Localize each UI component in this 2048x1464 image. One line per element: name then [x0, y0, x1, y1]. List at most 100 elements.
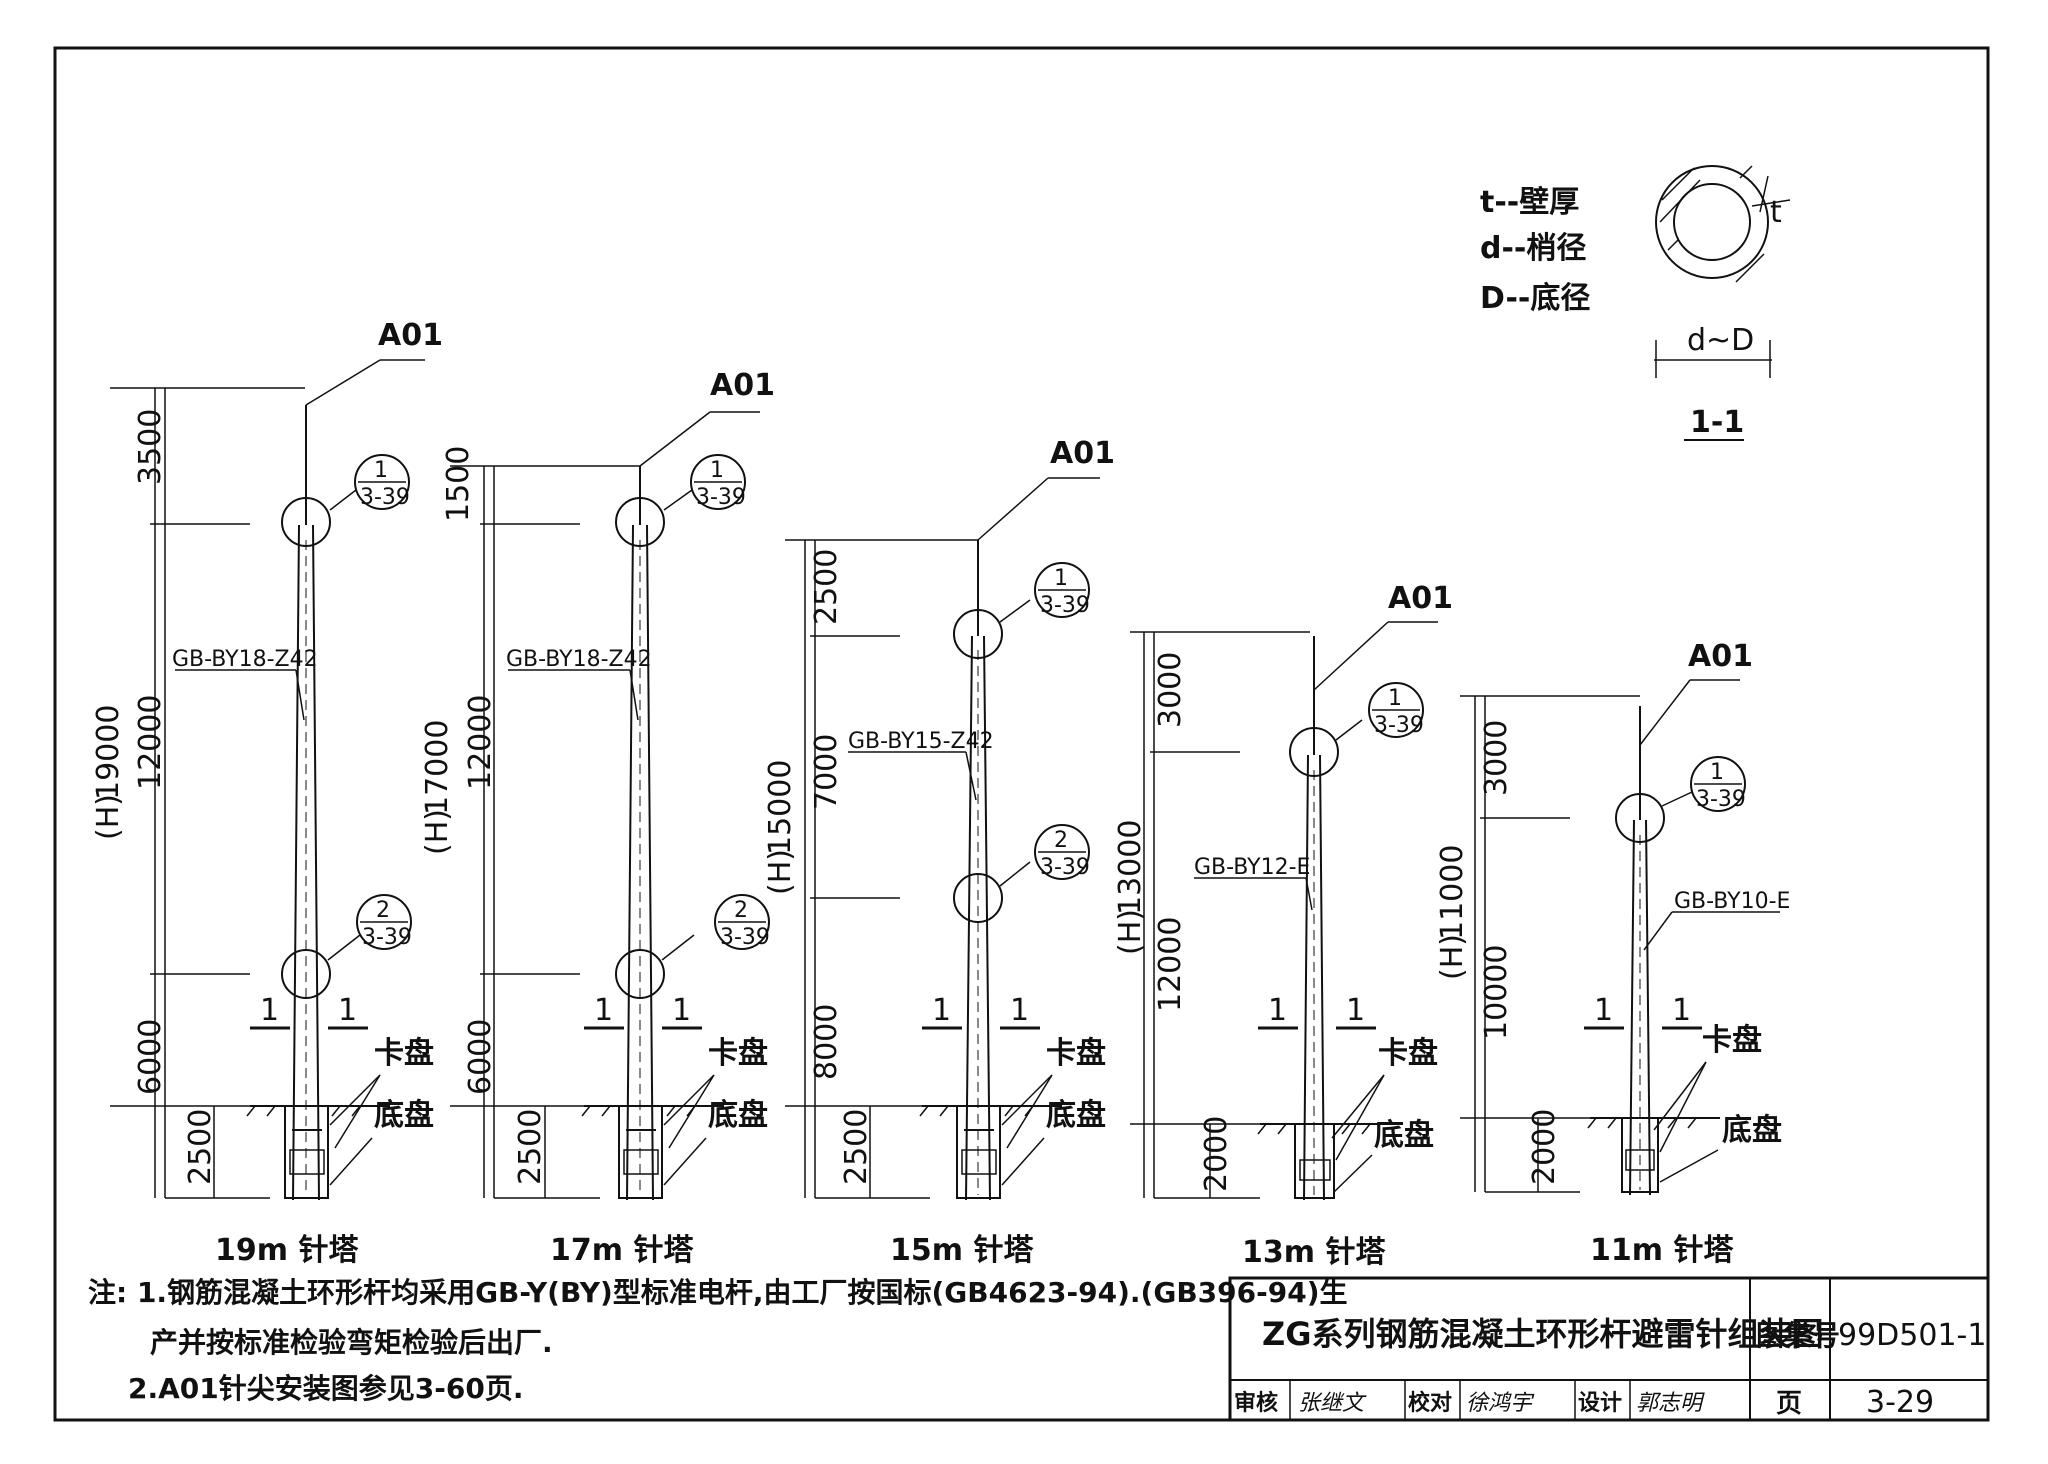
dim-mid: 7000 [809, 734, 844, 810]
dim-top: 3000 [1479, 720, 1514, 796]
dipan-label: 底盘 [1046, 1098, 1106, 1133]
pole-spec: GB-BY15-Z42 [848, 729, 994, 754]
dim-bury: 2500 [839, 1109, 874, 1185]
dim-bury: 2500 [513, 1109, 548, 1185]
kapan-label: 卡盘 [1702, 1023, 1762, 1058]
tower-13m: 3000 12000 2000 (H) 13000 A01 1 3-39 GB-… [1113, 581, 1453, 1270]
design-signature: 郭志明 [1636, 1391, 1705, 1416]
callout-2-num: 2 [734, 898, 748, 923]
dim-mid: 12000 [133, 695, 168, 790]
dim-H: 13000 [1113, 820, 1148, 915]
pole-spec: GB-BY18-Z42 [172, 647, 318, 672]
callout-1-page: 3-39 [696, 485, 746, 510]
dim-H-label: (H) [91, 794, 126, 840]
pole-spec: GB-BY10-E [1674, 889, 1790, 914]
tip-label: A01 [1688, 639, 1753, 674]
atlas-label: 图集号 [1756, 1319, 1840, 1352]
note-line-1: 注: 1.钢筋混凝土环形杆均采用GB-Y(BY)型标准电杆,由工厂按国标(GB4… [88, 1276, 1348, 1309]
dipan-label: 底盘 [374, 1098, 434, 1133]
callout-2-page: 3-39 [362, 925, 412, 950]
dipan-label: 底盘 [1722, 1113, 1782, 1148]
legend-D: D--底径 [1480, 281, 1590, 316]
ring-t-label: t [1770, 195, 1782, 230]
dim-H: 17000 [420, 720, 455, 815]
pole-spec: GB-BY12-E [1194, 855, 1310, 880]
callout-2-num: 2 [1054, 828, 1068, 853]
callout-2-num: 2 [376, 898, 390, 923]
dim-top: 2500 [809, 549, 844, 625]
section-mark-right: 1 [338, 993, 357, 1028]
callout-1-num: 1 [1388, 686, 1402, 711]
callout-2-page: 3-39 [720, 925, 770, 950]
dim-top: 3000 [1153, 652, 1188, 728]
dim-top: 3500 [133, 409, 168, 485]
section-legend: t--壁厚 d--梢径 D--底径 t d~D 1-1 [1480, 165, 1791, 441]
callout-2-page: 3-39 [1040, 855, 1090, 880]
notes: 注: 1.钢筋混凝土环形杆均采用GB-Y(BY)型标准电杆,由工厂按国标(GB4… [88, 1276, 1348, 1405]
tower-19m: 3500 12000 6000 2500 (H) 19000 A01 1 3-3… [91, 318, 443, 1268]
dim-mid: 10000 [1479, 945, 1514, 1040]
title-block: ZG系列钢筋混凝土环形杆避雷针组装图 图集号 99D501-1 审核 张继文 校… [1228, 1276, 1990, 1422]
review-signature: 张继文 [1298, 1391, 1367, 1416]
dim-H-label: (H) [1113, 909, 1148, 955]
dim-H: 19000 [91, 705, 126, 800]
page-number: 3-29 [1866, 1385, 1934, 1420]
legend-d: d--梢径 [1480, 231, 1586, 266]
dim-mid: 12000 [463, 695, 498, 790]
check-label: 校对 [1408, 1390, 1452, 1416]
section-mark-right: 1 [1346, 993, 1365, 1028]
tower-17m: 1500 12000 6000 2500 (H) 17000 A01 1 3-3… [420, 368, 775, 1268]
note-line-2: 产并按标准检验弯矩检验后出厂. [150, 1326, 553, 1359]
tip-label: A01 [1388, 581, 1453, 616]
tower-name: 15m 针塔 [890, 1233, 1034, 1268]
dim-bury: 2500 [183, 1109, 218, 1185]
pole-spec: GB-BY18-Z42 [506, 647, 652, 672]
callout-1-page: 3-39 [1696, 787, 1746, 812]
section-title: 1-1 [1690, 405, 1744, 440]
section-mark-right: 1 [672, 993, 691, 1028]
dim-H-label: (H) [1435, 934, 1470, 980]
section-mark-left: 1 [1268, 993, 1287, 1028]
section-mark-left: 1 [594, 993, 613, 1028]
kapan-label: 卡盘 [708, 1036, 768, 1071]
kapan-label: 卡盘 [374, 1036, 434, 1071]
review-label: 审核 [1234, 1390, 1278, 1416]
section-mark-right: 1 [1010, 993, 1029, 1028]
dim-mid: 12000 [1153, 917, 1188, 1012]
tower-name: 13m 针塔 [1242, 1235, 1386, 1270]
tower-15m: 2500 7000 8000 2500 (H) 15000 A01 1 3-39… [763, 436, 1115, 1268]
dim-H-label: (H) [763, 849, 798, 895]
page-label: 页 [1776, 1389, 1802, 1419]
dim-bury: 2000 [1199, 1116, 1234, 1192]
dim-bury: 2000 [1527, 1109, 1562, 1185]
dim-bot: 6000 [463, 1019, 498, 1095]
dim-H-label: (H) [420, 809, 455, 855]
callout-1-num: 1 [1710, 760, 1724, 785]
legend-t: t--壁厚 [1480, 185, 1579, 220]
kapan-label: 卡盘 [1378, 1036, 1438, 1071]
design-label: 设计 [1578, 1391, 1622, 1416]
check-signature: 徐鸿宇 [1466, 1391, 1535, 1416]
ring-section-icon [1655, 165, 1791, 283]
callout-1-page: 3-39 [360, 485, 410, 510]
note-line-3: 2.A01针尖安装图参见3-60页. [128, 1372, 523, 1405]
dim-top: 1500 [441, 446, 476, 522]
section-mark-left: 1 [1594, 993, 1613, 1028]
callout-1-num: 1 [374, 458, 388, 483]
section-mark-right: 1 [1672, 993, 1691, 1028]
tower-11m: 3000 10000 2000 (H) 11000 A01 1 3-39 GB-… [1435, 639, 1790, 1268]
drawing-frame [53, 46, 1990, 1422]
callout-1-num: 1 [1054, 566, 1068, 591]
dim-bot: 6000 [133, 1019, 168, 1095]
tower-name: 19m 针塔 [215, 1233, 359, 1268]
tip-label: A01 [1050, 436, 1115, 471]
tip-label: A01 [378, 318, 443, 353]
ring-dimension: d~D [1687, 323, 1754, 358]
dim-bot: 8000 [809, 1004, 844, 1080]
dim-H: 11000 [1435, 845, 1470, 940]
dim-H: 15000 [763, 760, 798, 855]
dipan-label: 底盘 [1374, 1118, 1434, 1153]
atlas-number: 99D501-1 [1838, 1318, 1986, 1353]
callout-1-num: 1 [710, 458, 724, 483]
